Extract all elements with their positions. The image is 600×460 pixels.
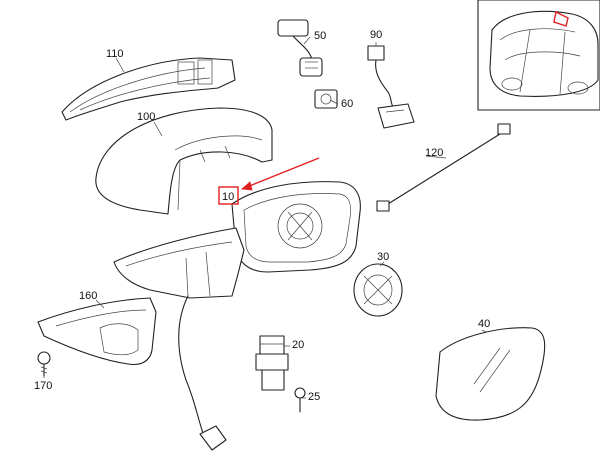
part-25-screw: [294, 387, 306, 413]
callout-160: 160: [79, 290, 97, 302]
callout-100: 100: [137, 111, 155, 123]
part-100-mirror-cover: [95, 107, 273, 215]
callout-60: 60: [341, 98, 353, 110]
leader-lines: [43, 36, 487, 399]
part-40-mirror-glass: [435, 327, 546, 421]
car-location-inset: [477, 0, 600, 111]
callout-10-box: [218, 186, 239, 205]
part-120-cable: [376, 123, 511, 212]
mirror-location-marker: [553, 10, 569, 27]
part-110-turn-signal: [61, 57, 236, 121]
callout-40: 40: [478, 318, 490, 330]
callout-10: 10: [222, 191, 234, 203]
part-50-connector: [277, 19, 323, 77]
part-20-adjuster: [255, 335, 289, 391]
callout-170: 170: [34, 380, 52, 392]
callout-30: 30: [377, 251, 389, 263]
callout-110: 110: [106, 48, 124, 60]
part-60-motor: [314, 89, 338, 109]
callout-50: 50: [314, 30, 326, 42]
highlight-arrow: [241, 157, 320, 190]
callout-90: 90: [370, 29, 382, 41]
arrow-head-icon: [241, 181, 253, 191]
part-160-base-trim: [37, 297, 157, 366]
part-90-wiring-module: [367, 45, 415, 129]
highlight-item-10: [218, 157, 320, 205]
callout-120: 120: [425, 147, 443, 159]
mirror-base-bracket: [113, 227, 245, 451]
callout-20: 20: [292, 339, 304, 351]
part-170-screw: [37, 351, 51, 377]
callout-25: 25: [308, 391, 320, 403]
part-10-mirror-housing: [231, 181, 361, 273]
callout-labels: 110 100 50 90 60 120 10 30 160 170 20 25…: [34, 29, 490, 403]
part-30-adjust-motor: [353, 263, 403, 317]
